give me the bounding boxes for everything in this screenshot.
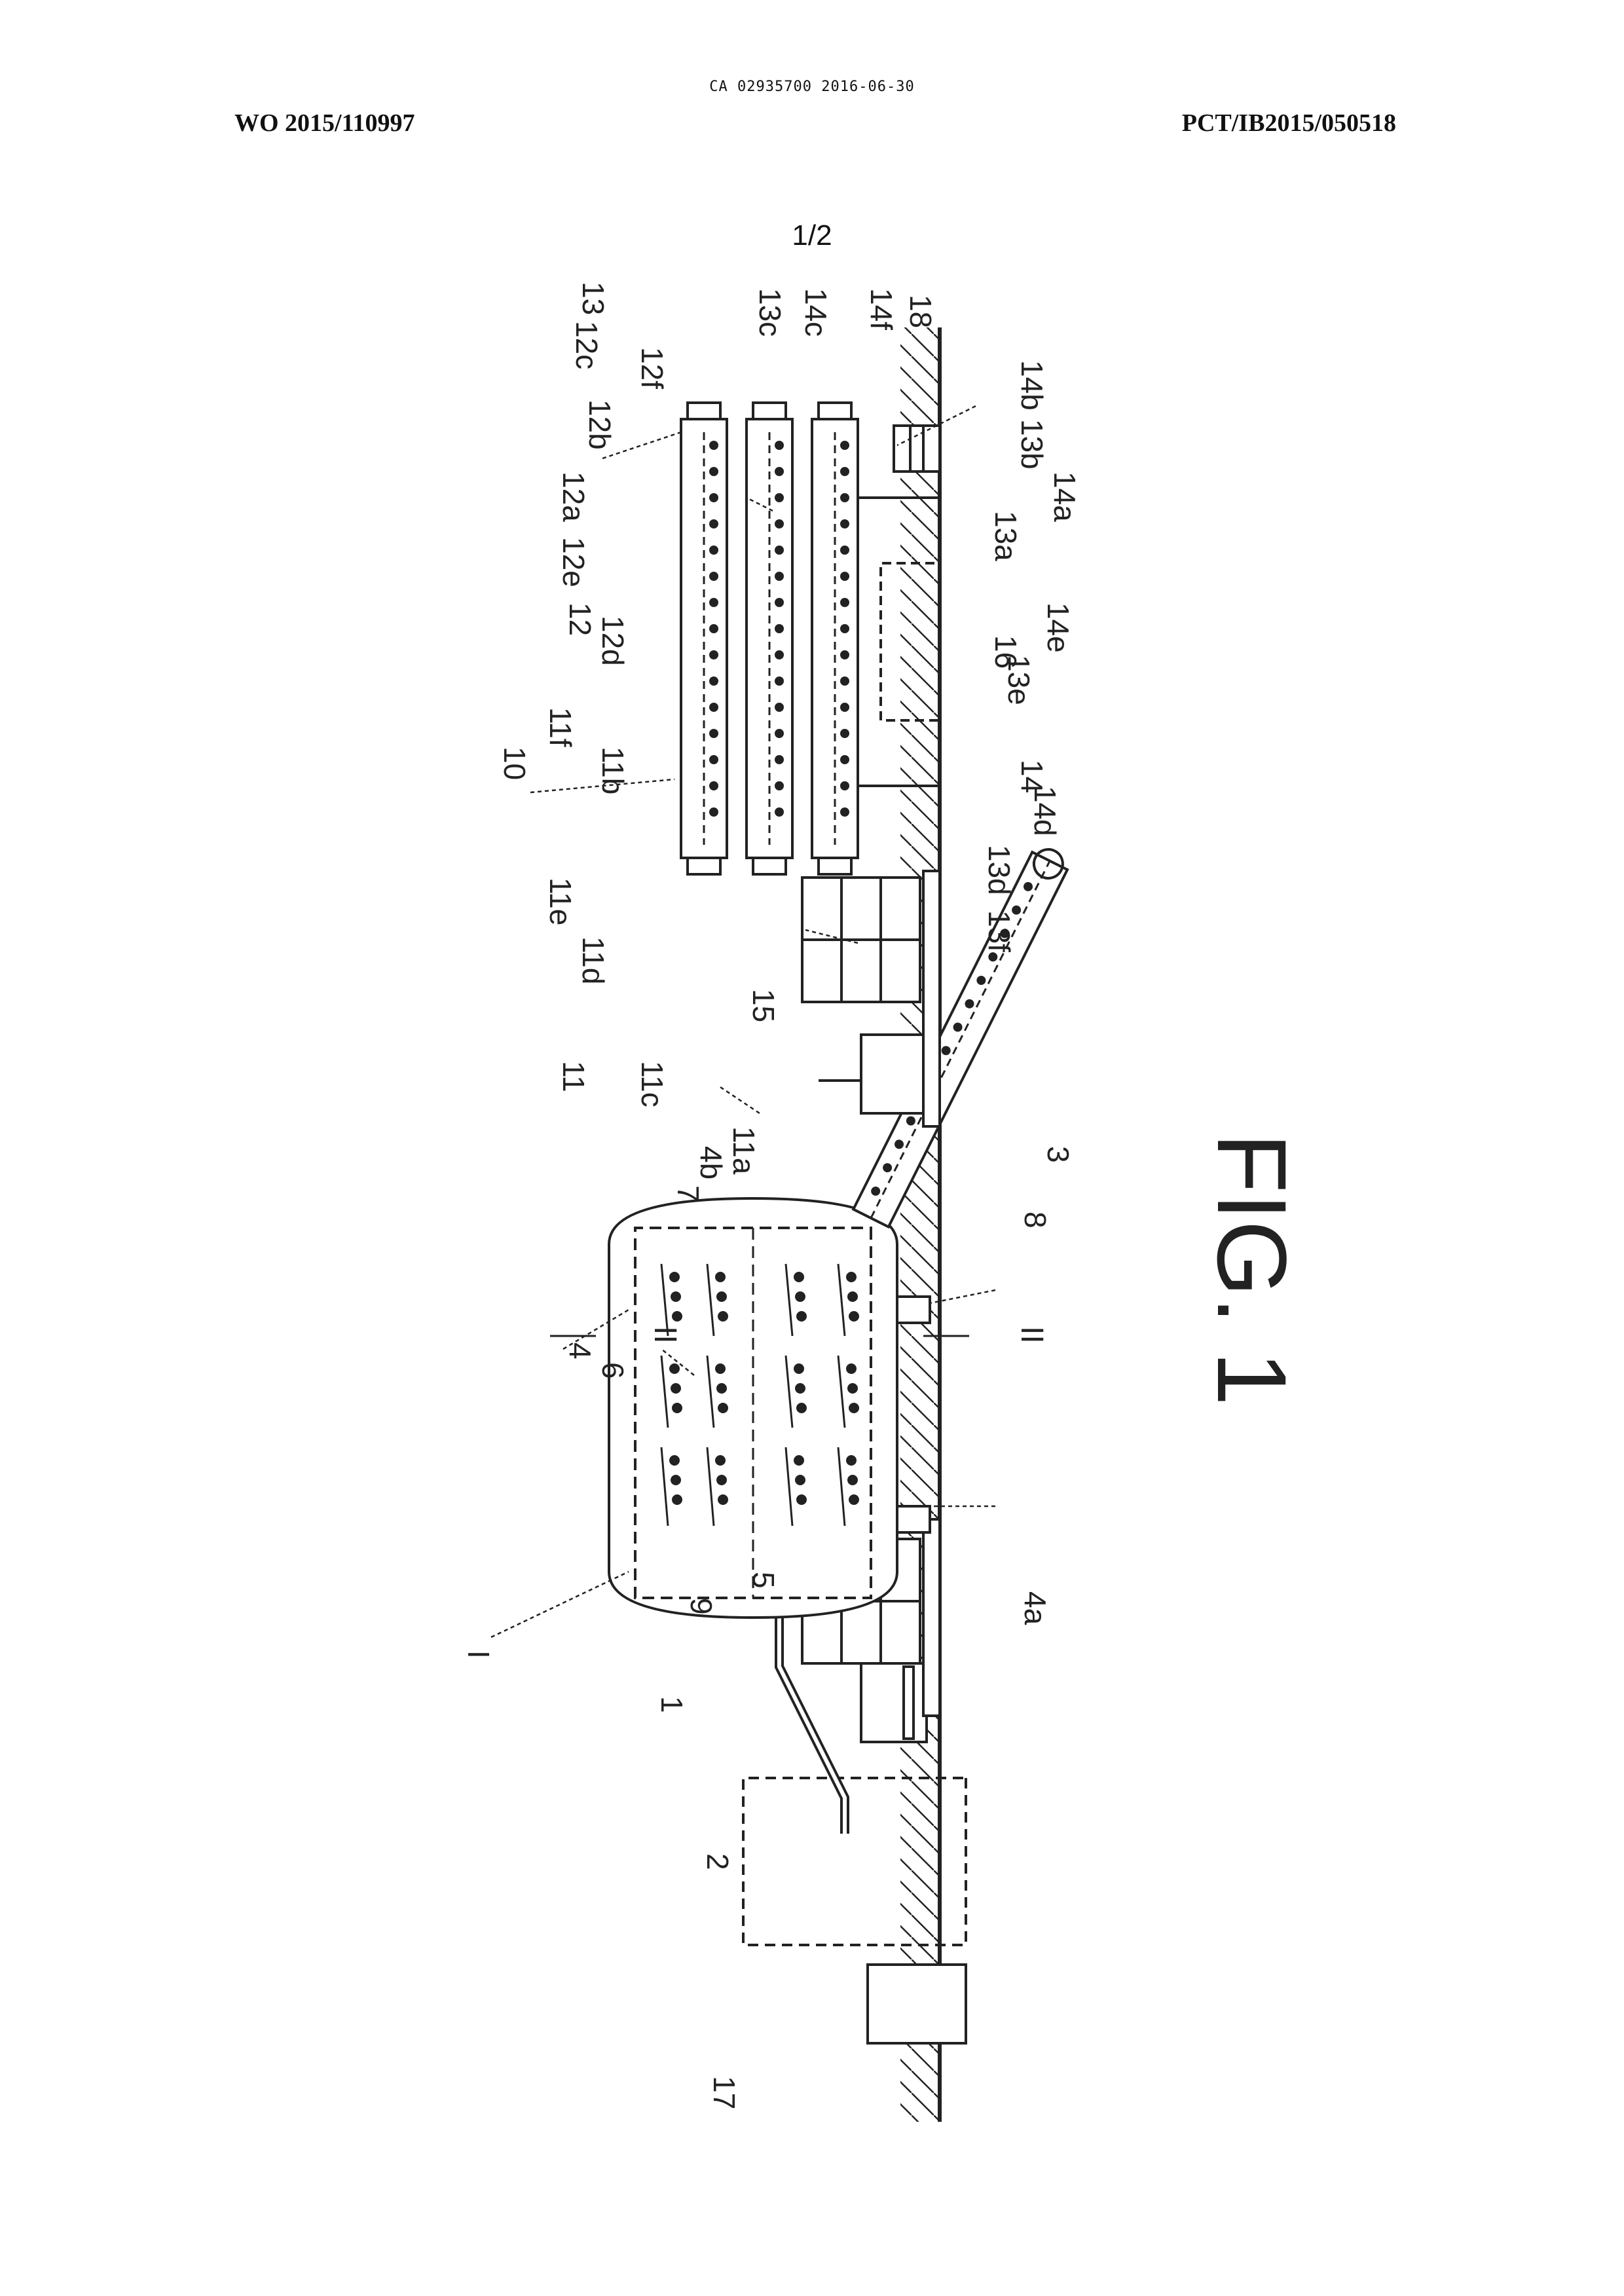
floor <box>900 327 940 2122</box>
label-5: 5 <box>747 1572 781 1589</box>
label-12b: 12b <box>583 399 617 450</box>
label-13b: 13b <box>1015 419 1049 470</box>
section-mark-right: II <box>1014 1326 1049 1344</box>
conveyor-13 <box>747 403 792 874</box>
label-12: 12 <box>563 602 597 636</box>
label-4a: 4a <box>1018 1591 1052 1625</box>
label-11: 11 <box>557 1061 591 1092</box>
label-15: 15 <box>747 989 781 1022</box>
label-1: 1 <box>655 1696 689 1713</box>
label-13c: 13c <box>753 288 787 337</box>
figure-caption: FIG. 1 <box>1197 1133 1307 1406</box>
label-9: 9 <box>684 1598 718 1615</box>
label-7: 7 <box>671 1185 705 1202</box>
label-4b: 4b <box>694 1146 728 1179</box>
label-8: 8 <box>1018 1212 1052 1229</box>
label-3: 3 <box>1041 1146 1075 1163</box>
label-12d: 12d <box>596 616 630 666</box>
unit-18 <box>894 426 940 472</box>
label-14e: 14e <box>1041 602 1075 653</box>
label-17: 17 <box>707 2076 741 2109</box>
label-4: 4 <box>563 1342 597 1360</box>
label-13a: 13a <box>989 511 1023 561</box>
label-11d: 11d <box>576 936 610 984</box>
label-11f: 11f <box>544 707 578 747</box>
label-16: 16 <box>989 635 1023 669</box>
label-13f: 13f <box>982 910 1016 952</box>
label-I: I <box>462 1650 496 1659</box>
label-13: 13 <box>576 282 610 315</box>
label-14f: 14f <box>864 288 898 330</box>
label-10: 10 <box>498 747 532 780</box>
label-13d: 13d <box>982 845 1016 895</box>
label-6: 6 <box>596 1362 630 1379</box>
label-11a: 11a <box>727 1126 761 1175</box>
label-12f: 12f <box>635 347 669 389</box>
label-11e: 11e <box>544 878 578 925</box>
conveyor-12 <box>681 403 727 874</box>
tank-4 <box>609 1198 930 1618</box>
label-14d: 14d <box>1028 786 1062 836</box>
section-mark-left: II <box>648 1326 682 1344</box>
label-18: 18 <box>904 295 938 328</box>
label-14a: 14a <box>1048 472 1082 522</box>
label-12a: 12a <box>557 472 591 522</box>
label-12e: 12e <box>557 537 591 587</box>
label-14c: 14c <box>799 288 833 337</box>
label-11c: 11c <box>635 1061 669 1107</box>
label-2: 2 <box>701 1853 735 1870</box>
label-14b: 14b <box>1015 360 1049 411</box>
base-block-17 <box>868 1965 966 2043</box>
motor-unit-15 <box>802 871 940 1126</box>
label-11b: 11b <box>596 747 630 794</box>
label-12c: 12c <box>570 321 604 369</box>
